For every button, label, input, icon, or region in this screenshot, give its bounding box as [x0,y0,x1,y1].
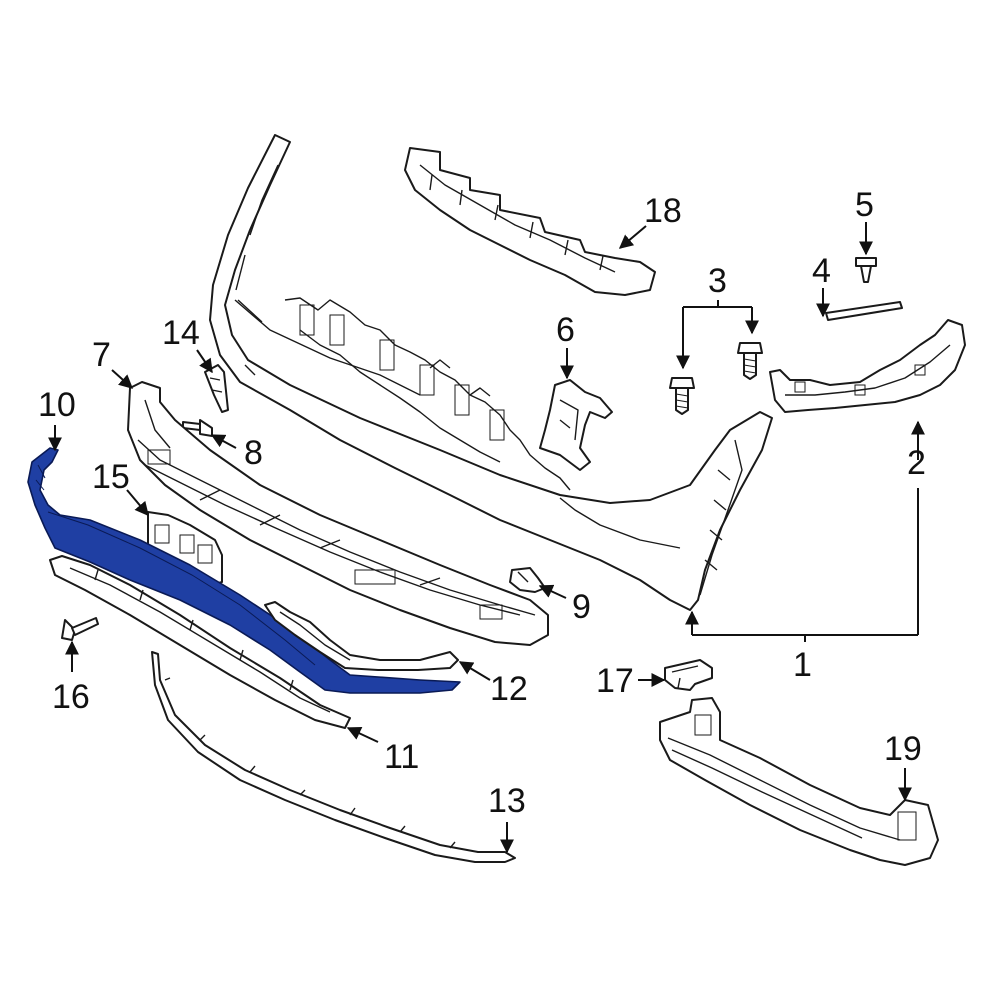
callout-14: 14 [162,314,200,352]
part-lower-trim[interactable] [264,601,459,671]
callout-13: 13 [488,782,526,820]
callout-6: 6 [556,311,575,349]
callout-11: 11 [384,738,419,776]
callout-12: 12 [490,670,528,708]
part-bumper-cover[interactable] [209,134,773,611]
callout-19: 19 [884,730,922,768]
part-push-pin[interactable] [61,617,99,641]
part-lower-bumper-cover[interactable] [127,381,549,646]
callout-7: 7 [92,336,111,374]
callout-8: 8 [244,434,263,472]
leader-lines [48,222,918,854]
part-small-bracket[interactable] [204,364,229,413]
part-mounting-bracket[interactable] [539,379,613,471]
callout-15: 15 [92,458,130,496]
callout-3: 3 [708,262,727,300]
part-reinforcement-bar[interactable] [659,697,939,866]
part-lower-strip[interactable] [151,651,516,863]
part-upper-absorber[interactable] [404,147,656,296]
part-side-bracket[interactable] [769,319,966,413]
part-bolt-left[interactable] [669,377,695,415]
part-bolt-right[interactable] [737,342,763,380]
part-bracket-17[interactable] [664,659,713,691]
part-lower-spoiler-highlighted[interactable] [27,447,461,694]
callout-10: 10 [38,386,76,424]
callout-16: 16 [52,678,90,716]
part-trim-strip[interactable] [825,301,903,321]
callout-labels: 1 2 3 4 5 6 7 8 9 10 11 12 13 14 15 16 1… [38,186,926,820]
callout-5: 5 [855,186,874,224]
callout-4: 4 [812,252,831,290]
part-skid-plate[interactable] [49,555,351,729]
callout-1: 1 [793,646,812,684]
callout-2: 2 [907,444,926,482]
part-push-clip[interactable] [855,257,877,283]
part-fastener-9[interactable] [509,567,546,593]
callout-17: 17 [596,662,634,700]
callout-18: 18 [644,192,682,230]
callout-9: 9 [572,588,591,626]
